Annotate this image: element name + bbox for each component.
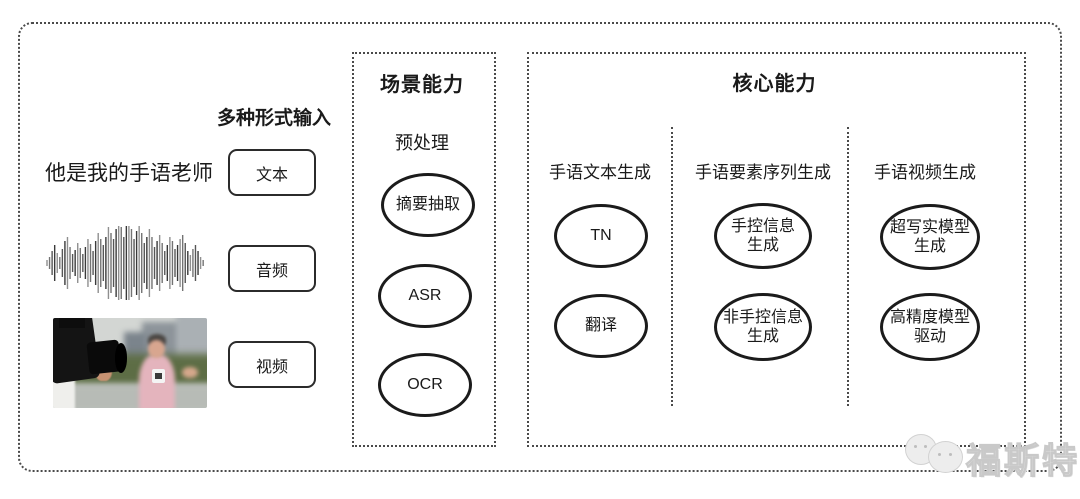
photo-reporter-head — [148, 339, 166, 358]
outer-dotted-border — [18, 22, 1062, 472]
core-column-divider — [671, 127, 673, 406]
scene-capability-title: 场景能力 — [380, 74, 464, 96]
core-capability-title: 核心能力 — [732, 73, 817, 95]
photo-camera-lens-hood — [114, 343, 127, 373]
node-hyperrealistic-model-generation: 超写实模型 生成 — [880, 204, 980, 270]
sample-sentence-text: 他是我的手语老师 — [45, 162, 213, 185]
column-label-sign-video-generation: 手语视频生成 — [874, 163, 976, 182]
preprocess-label: 预处理 — [395, 133, 449, 153]
photo-ground — [53, 383, 207, 408]
photo-microphone — [151, 369, 166, 383]
input-section-title: 多种形式输入 — [216, 108, 331, 129]
watermark-bubble-icon — [928, 441, 963, 473]
photo-reporter-hand — [182, 366, 198, 379]
scene-capability-box — [352, 52, 496, 447]
node-high-precision-model-driving: 高精度模型 驱动 — [880, 293, 980, 361]
node-ocr: OCR — [378, 353, 472, 417]
input-box-video: 视频 — [228, 341, 316, 388]
video-thumbnail — [53, 318, 207, 408]
column-label-sign-text-generation: 手语文本生成 — [549, 163, 651, 182]
node-asr: ASR — [378, 264, 472, 328]
photo-camera-top — [59, 318, 86, 328]
column-label-sign-element-sequence-generation: 手语要素序列生成 — [695, 163, 831, 182]
watermark-text: 福斯特 — [965, 441, 1080, 481]
node-manual-info-generation: 手控信息 生成 — [714, 203, 812, 269]
node-translation: 翻译 — [554, 294, 648, 358]
audio-waveform — [46, 226, 204, 300]
core-column-divider — [847, 127, 849, 406]
core-capability-box — [527, 52, 1026, 447]
node-tn: TN — [554, 204, 648, 268]
node-non-manual-info-generation: 非手控信息 生成 — [714, 293, 812, 361]
input-box-text: 文本 — [228, 149, 316, 196]
input-box-audio: 音频 — [228, 245, 316, 292]
node-summary-extraction: 摘要抽取 — [381, 173, 475, 237]
